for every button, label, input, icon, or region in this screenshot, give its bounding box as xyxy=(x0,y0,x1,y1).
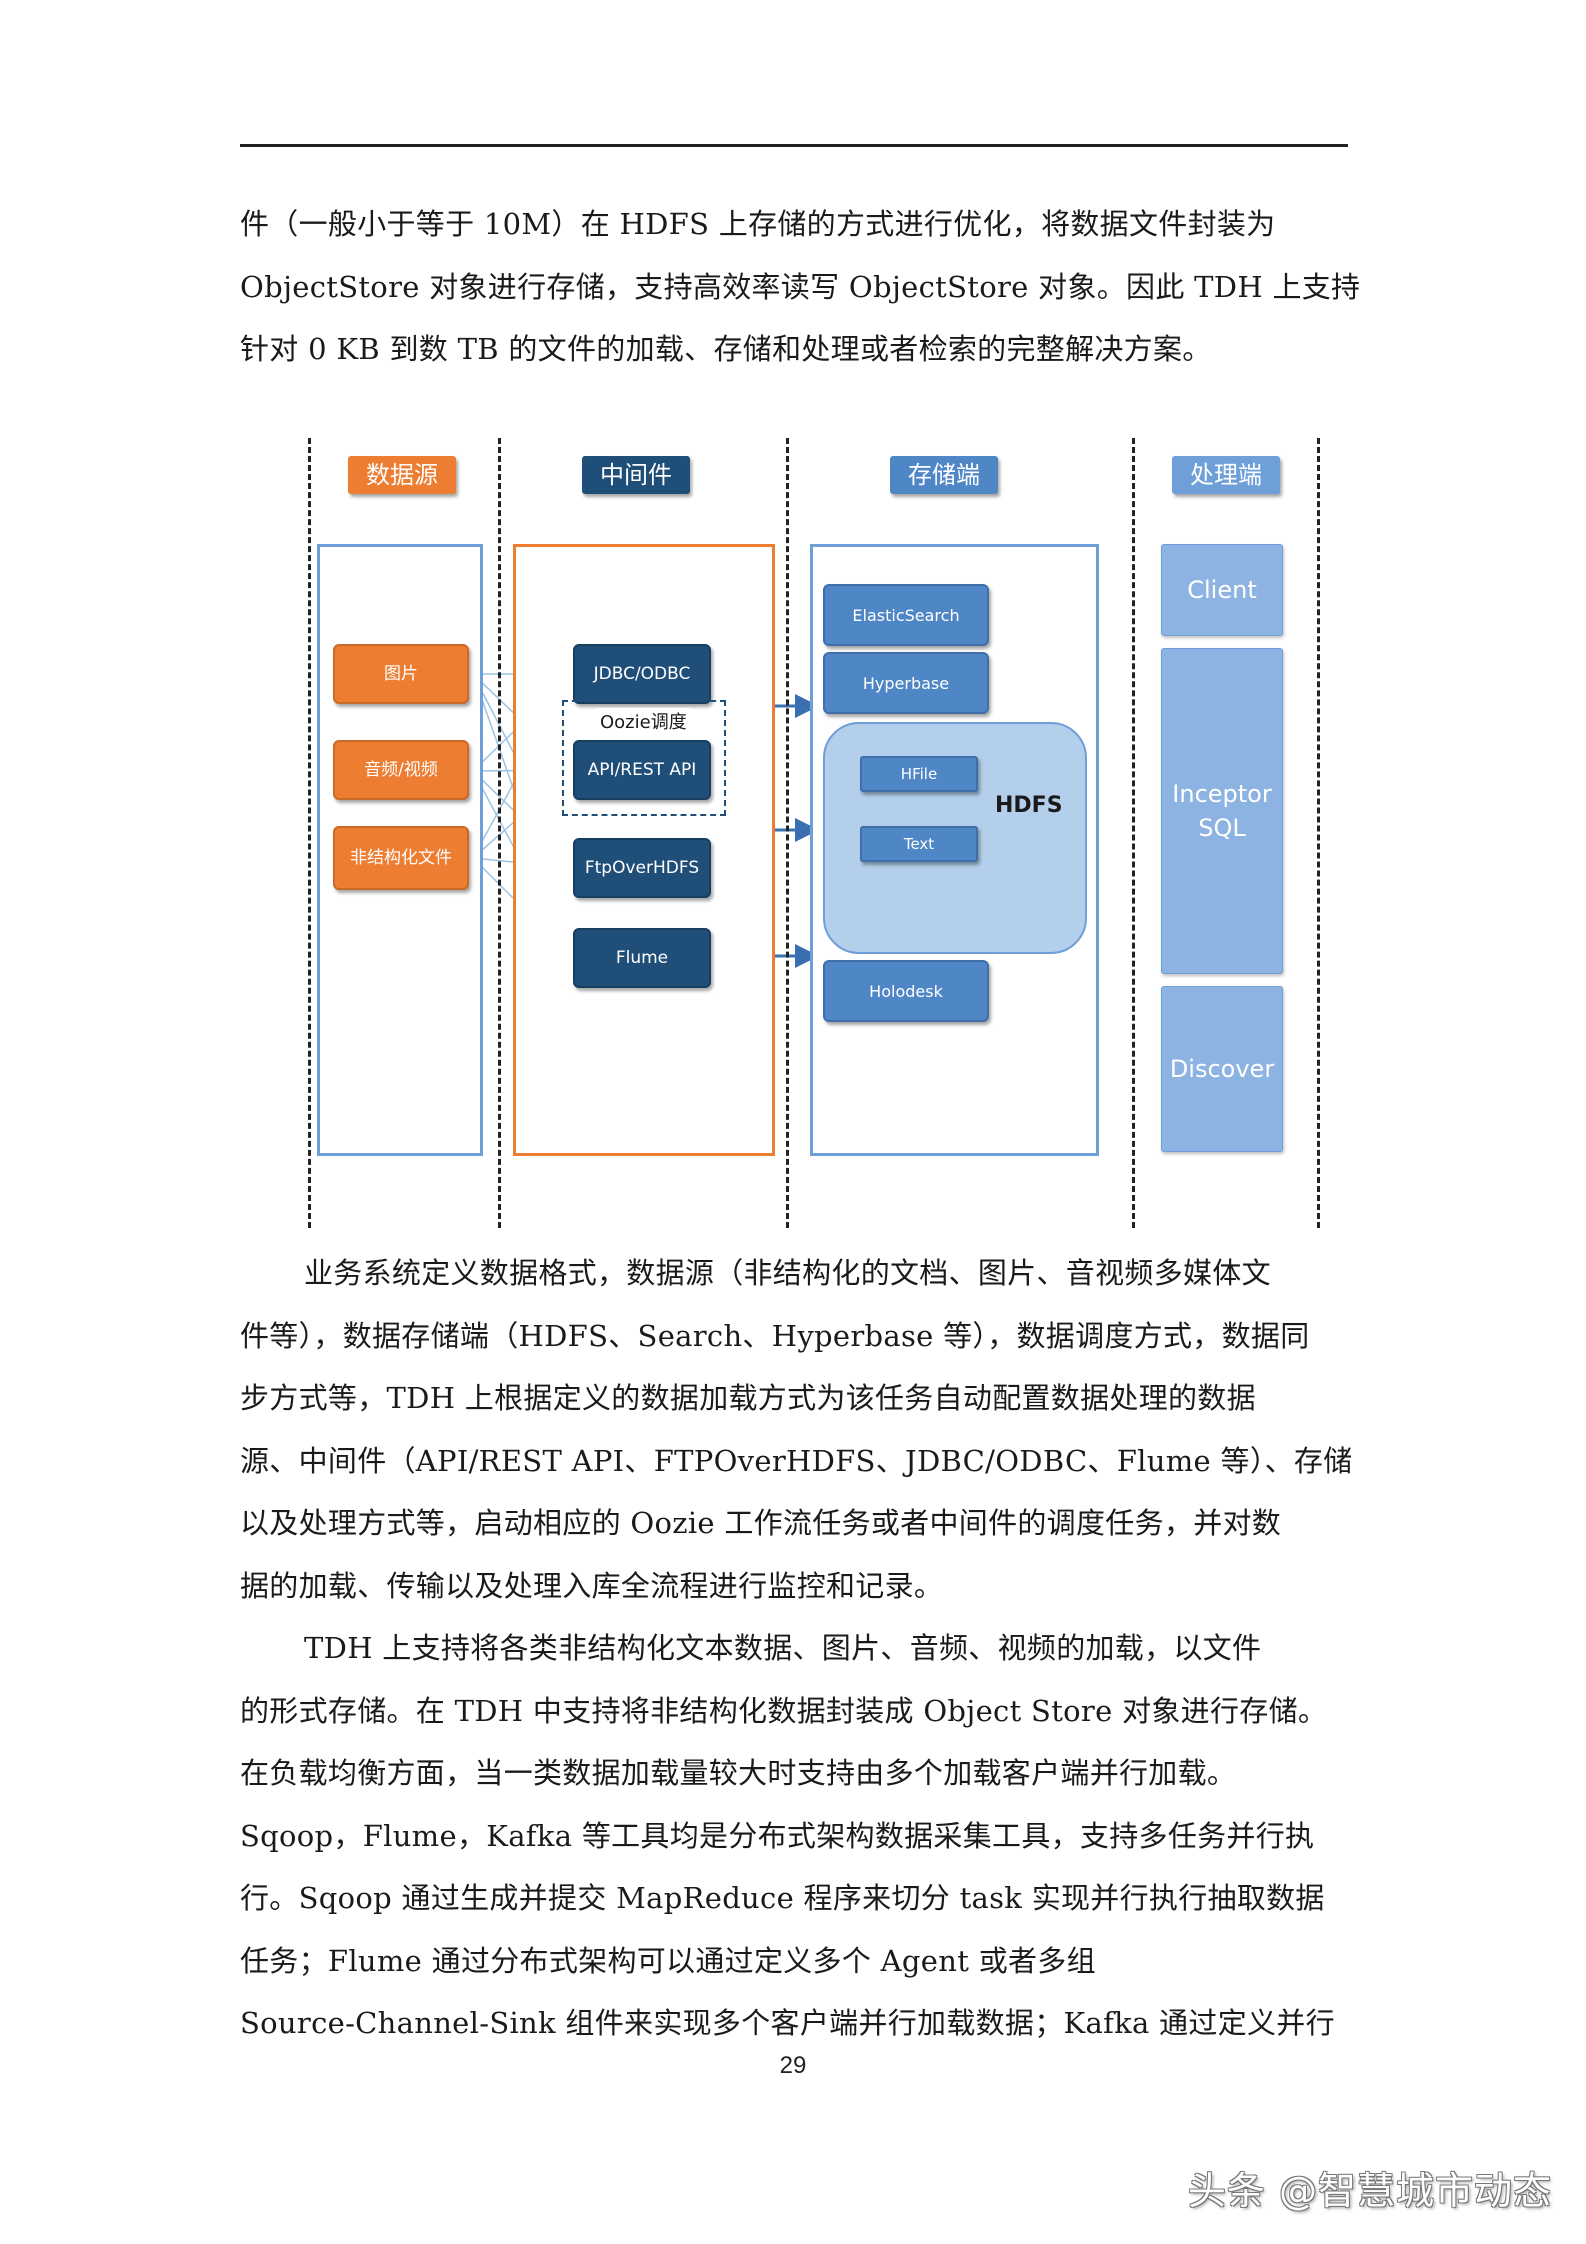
body-line: TDH 上支持将各类非结构化文本数据、图片、音频、视频的加载，以文件 xyxy=(304,1631,1262,1665)
body-line: 在负载均衡方面，当一类数据加载量较大时支持由多个加载客户端并行加载。 xyxy=(240,1756,1237,1790)
oozie-label: Oozie调度 xyxy=(596,708,691,734)
body-line: 业务系统定义数据格式，数据源（非结构化的文档、图片、音视频多媒体文 xyxy=(304,1256,1271,1290)
intro-line: ObjectStore 对象进行存储，支持高效率读写 ObjectStore 对… xyxy=(240,269,1361,304)
middleware-node-flume: Flume xyxy=(573,928,711,988)
middleware-node-api: API/REST API xyxy=(573,740,711,800)
storage-node-hyperbase: Hyperbase xyxy=(823,652,989,714)
source-node-image: 图片 xyxy=(333,644,469,704)
architecture-diagram: 数据源 中间件 存储端 处理端 图片 音频/视频 非结构化文件 JDBC/ODB… xyxy=(290,438,1330,1233)
processing-node-discover: Discover xyxy=(1161,986,1283,1152)
header-storage: 存储端 xyxy=(890,456,998,494)
column-separator xyxy=(498,438,501,1228)
intro-line: 针对 0 KB 到数 TB 的文件的加载、存储和处理或者检索的完整解决方案。 xyxy=(240,332,1212,366)
intro-paragraph: 件（一般小于等于 10M）在 HDFS 上存储的方式进行优化，将数据文件封装为 … xyxy=(240,193,1361,381)
column-separator xyxy=(308,438,311,1228)
storage-node-text: Text xyxy=(860,826,978,862)
header-rule xyxy=(240,144,1348,147)
body-line: 件等），数据存储端（HDFS、Search、Hyperbase 等），数据调度方… xyxy=(240,1318,1310,1353)
body-line: 源、中间件（API/REST API、FTPOverHDFS、JDBC/ODBC… xyxy=(240,1443,1353,1478)
body-line: 行。Sqoop 通过生成并提交 MapReduce 程序来切分 task 实现并… xyxy=(240,1881,1325,1915)
hdfs-label: HDFS xyxy=(995,793,1063,818)
source-node-audio-video: 音频/视频 xyxy=(333,740,469,800)
column-separator xyxy=(1317,438,1320,1228)
storage-node-elasticsearch: ElasticSearch xyxy=(823,584,989,646)
header-processing: 处理端 xyxy=(1172,456,1280,494)
column-separator xyxy=(1132,438,1135,1228)
page-number: 29 xyxy=(779,2052,807,2079)
body-paragraph-1: 业务系统定义数据格式，数据源（非结构化的文档、图片、音视频多媒体文 件等），数据… xyxy=(240,1242,1353,1617)
storage-node-hfile: HFile xyxy=(860,756,978,792)
header-source: 数据源 xyxy=(348,456,456,494)
body-line: 据的加载、传输以及处理入库全流程进行监控和记录。 xyxy=(240,1568,944,1603)
middleware-node-ftp: FtpOverHDFS xyxy=(573,838,711,898)
storage-node-holodesk: Holodesk xyxy=(823,960,989,1022)
body-paragraph-2: TDH 上支持将各类非结构化文本数据、图片、音频、视频的加载，以文件 的形式存储… xyxy=(240,1617,1350,2055)
body-line: Source-Channel-Sink 组件来实现多个客户端并行加载数据；Kaf… xyxy=(240,2006,1335,2040)
source-node-unstructured-file: 非结构化文件 xyxy=(333,826,469,890)
header-middleware: 中间件 xyxy=(582,456,690,494)
body-line: 任务；Flume 通过分布式架构可以通过定义多个 Agent 或者多组 xyxy=(240,1943,1096,1978)
processing-node-inceptor-sql: Inceptor SQL xyxy=(1161,648,1283,974)
watermark: 头条 @智慧城市动态 xyxy=(1187,2169,1552,2213)
body-line: 以及处理方式等，启动相应的 Oozie 工作流任务或者中间件的调度任务，并对数 xyxy=(240,1506,1282,1540)
body-line: 的形式存储。在 TDH 中支持将非结构化数据封装成 Object Store 对… xyxy=(240,1693,1328,1728)
column-separator xyxy=(786,438,789,1228)
intro-line: 件（一般小于等于 10M）在 HDFS 上存储的方式进行优化，将数据文件封装为 xyxy=(240,207,1276,241)
oozie-scheduling-group xyxy=(562,700,726,816)
processing-node-client: Client xyxy=(1161,544,1283,636)
middleware-node-jdbc: JDBC/ODBC xyxy=(573,644,711,704)
body-line: 步方式等，TDH 上根据定义的数据加载方式为该任务自动配置数据处理的数据 xyxy=(240,1381,1256,1415)
body-line: Sqoop，Flume，Kafka 等工具均是分布式架构数据采集工具，支持多任务… xyxy=(240,1818,1315,1853)
